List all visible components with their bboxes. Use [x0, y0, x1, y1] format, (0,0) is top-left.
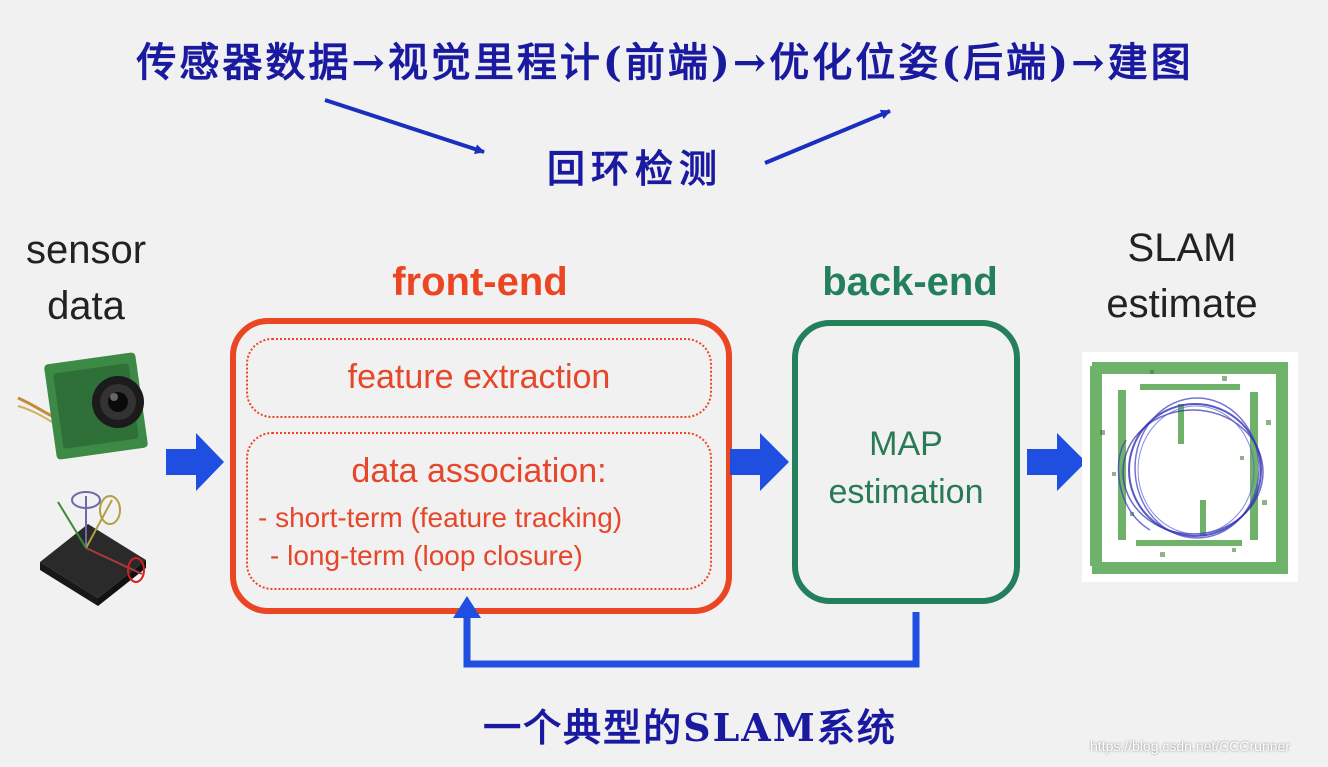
- slam-estimate-label: SLAM estimate: [1082, 220, 1282, 332]
- arrow-frontend-to-backend: [730, 433, 789, 491]
- slam-label-line1: SLAM: [1127, 226, 1237, 270]
- front-end-title: front-end: [392, 260, 568, 304]
- sensor-data-label: sensor data: [0, 222, 172, 334]
- watermark: https://blog.csdn.net/CCCrunner: [1090, 738, 1290, 754]
- short-term-item: - short-term (feature tracking): [258, 502, 623, 533]
- front-end-box: [230, 318, 732, 614]
- feature-extraction-text: feature extraction: [347, 358, 611, 396]
- map-estimation-text: MAP estimation: [792, 420, 1020, 516]
- diagram-caption: 一个典型的SLAM系统: [483, 705, 897, 750]
- arrow-from-loop-detection: [764, 109, 891, 165]
- feedback-arrow-head: [453, 596, 481, 618]
- camera-sensor-image: [17, 352, 148, 460]
- slam-map-image: [1082, 352, 1298, 582]
- sensor-label-line1: sensor: [25, 228, 147, 272]
- pipeline-title: 传感器数据→视觉里程计(前端)→优化位姿(后端)→建图: [136, 39, 1194, 86]
- arrow-sensor-to-frontend: [166, 433, 224, 491]
- loop-closure-feedback-arrow: [463, 612, 920, 668]
- long-term-item: - long-term (loop closure): [270, 540, 583, 571]
- arrow-to-loop-detection: [324, 98, 485, 154]
- back-end-title: back-end: [822, 260, 998, 304]
- loop-detection-label: 回环检测: [546, 146, 723, 191]
- imu-sensor-image: [40, 491, 146, 606]
- slam-label-line2: estimate: [1106, 282, 1258, 326]
- feature-extraction-box: [246, 338, 712, 418]
- sensor-label-line2: data: [47, 284, 125, 328]
- map-estimation-line2: estimation: [828, 473, 984, 511]
- data-association-heading: data association:: [351, 452, 607, 490]
- map-estimation-line1: MAP: [869, 425, 943, 463]
- data-association-box: [246, 432, 712, 590]
- back-end-box: [792, 320, 1020, 604]
- arrow-backend-to-estimate: [1027, 433, 1086, 491]
